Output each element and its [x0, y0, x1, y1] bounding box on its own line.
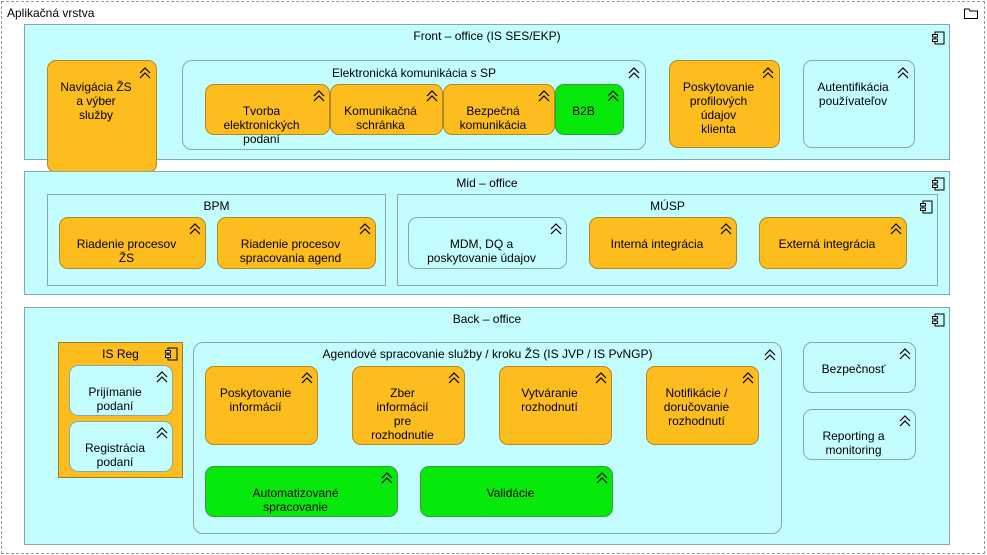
poskytovanie-informacii-service[interactable]: Poskytovanie informácií — [205, 366, 318, 445]
riadenie-zs-label: Riadenie procesov ŽS — [76, 237, 177, 265]
profil-label: Poskytovanie profilových údajov klienta — [682, 80, 755, 136]
bpm-title: BPM — [203, 199, 230, 213]
service-icon — [155, 426, 169, 440]
service-icon — [896, 66, 910, 80]
mid-office-layer: Mid – office BPM Riadenie procesov ŽS Ri… — [24, 171, 950, 295]
reporting-label: Reporting a monitoring — [822, 429, 885, 457]
auth-label: Autentifikácia používateľov — [817, 80, 889, 108]
mdm-service[interactable]: MDM, DQ a poskytovanie údajov — [408, 217, 567, 269]
service-icon — [138, 66, 152, 80]
front-office-layer: Front – office (IS SES/EKP) Navigácia ŽS… — [24, 24, 950, 173]
ekom-title: Elektronická komunikácia s SP — [331, 66, 497, 80]
riadenie-zs-service[interactable]: Riadenie procesov ŽS — [59, 217, 206, 269]
service-icon — [537, 89, 551, 103]
validacie-label: Validácie — [486, 486, 535, 500]
service-icon — [627, 66, 641, 80]
back-office-layer: Back – office IS Reg Prijímanie podaní R… — [24, 307, 950, 545]
service-icon — [155, 370, 169, 384]
schranka-label: Komunikačná schránka — [344, 104, 417, 132]
poskytovanie-info-label: Poskytovanie informácií — [219, 386, 292, 414]
externa-label: Externá integrácia — [778, 237, 876, 251]
service-icon — [719, 222, 733, 236]
riadenie-agend-service[interactable]: Riadenie procesov spracovania agend — [217, 217, 376, 269]
bezpecna-komunikacia-service[interactable]: Bezpečná komunikácia — [443, 84, 555, 135]
service-icon — [761, 66, 775, 80]
notifikacie-label: Notifikácie / doručovanie rozhodnutí — [663, 386, 730, 428]
tvorba-label: Tvorba elektronických podaní — [223, 104, 300, 146]
mid-office-title: Mid – office — [456, 176, 518, 190]
service-icon — [300, 371, 314, 385]
service-icon — [312, 89, 326, 103]
is-reg-title: IS Reg — [102, 347, 139, 361]
registracia-label: Registrácia podaní — [84, 441, 146, 469]
service-icon — [358, 222, 372, 236]
automatizovane-spracovanie-service[interactable]: Automatizované spracovanie — [205, 466, 398, 517]
prijimanie-label: Prijímanie podaní — [88, 385, 142, 413]
service-icon — [425, 89, 439, 103]
bezpecnost-label: Bezpečnosť — [821, 362, 886, 376]
service-icon — [741, 371, 755, 385]
b2b-label: B2B — [572, 104, 595, 118]
bezpecna-label: Bezpečná komunikácia — [459, 104, 527, 132]
prijimanie-service[interactable]: Prijímanie podaní — [69, 365, 173, 416]
notifikacie-service[interactable]: Notifikácie / doručovanie rozhodnutí — [646, 366, 759, 445]
navigacia-label: Navigácia ŽS a výber služby — [60, 80, 132, 122]
mdm-label: MDM, DQ a poskytovanie údajov — [427, 237, 536, 265]
service-icon — [606, 89, 620, 103]
service-icon — [595, 471, 609, 485]
registracia-service[interactable]: Registrácia podaní — [69, 421, 173, 472]
service-icon — [898, 347, 912, 361]
b2b-service[interactable]: B2B — [555, 84, 624, 135]
autentifikacia-service[interactable]: Autentifikácia používateľov — [803, 60, 915, 148]
interna-label: Interná integrácia — [610, 237, 704, 251]
service-icon — [188, 222, 202, 236]
folder-icon — [964, 8, 978, 19]
service-icon — [763, 348, 777, 362]
reporting-monitoring-service[interactable]: Reporting a monitoring — [803, 409, 916, 460]
bezpecnost-service[interactable]: Bezpečnosť — [803, 342, 916, 393]
service-icon — [447, 371, 461, 385]
agenda-title: Agendové spracovanie služby / kroku ŽS (… — [322, 347, 653, 361]
agenda-group: Agendové spracovanie služby / kroku ŽS (… — [193, 342, 782, 534]
front-office-title: Front – office (IS SES/EKP) — [413, 29, 561, 43]
profil-service[interactable]: Poskytovanie profilových údajov klienta — [669, 60, 780, 148]
component-icon — [931, 31, 945, 45]
service-icon — [380, 471, 394, 485]
back-office-title: Back – office — [452, 312, 522, 326]
zber-informacii-service[interactable]: Zber informácií pre rozhodnutie — [352, 366, 465, 445]
musp-group: MÚSP MDM, DQ a poskytovanie údajov Inter… — [397, 194, 938, 286]
automatizovane-label: Automatizované spracovanie — [252, 486, 339, 514]
musp-title: MÚSP — [650, 199, 685, 213]
service-icon — [898, 414, 912, 428]
component-icon — [931, 177, 945, 191]
bpm-group: BPM Riadenie procesov ŽS Riadenie proces… — [47, 194, 386, 286]
component-icon — [164, 347, 178, 361]
validacie-service[interactable]: Validácie — [420, 466, 613, 517]
is-reg-component: IS Reg Prijímanie podaní Registrácia pod… — [58, 342, 183, 478]
navigacia-service[interactable]: Navigácia ŽS a výber služby — [47, 60, 157, 173]
vytvaranie-rozhodnuti-service[interactable]: Vytváranie rozhodnutí — [499, 366, 612, 445]
layer-title: Aplikačná vrstva — [7, 6, 95, 20]
externa-integracia-service[interactable]: Externá integrácia — [759, 217, 907, 269]
zber-label: Zber informácií pre rozhodnutie — [371, 386, 434, 442]
component-icon — [919, 200, 933, 214]
interna-integracia-service[interactable]: Interná integrácia — [589, 217, 737, 269]
component-icon — [931, 313, 945, 327]
service-icon — [594, 371, 608, 385]
elektronicka-komunikacia-group: Elektronická komunikácia s SP Tvorba ele… — [182, 60, 646, 150]
tvorba-service[interactable]: Tvorba elektronických podaní — [205, 84, 330, 146]
vytvaranie-label: Vytváranie rozhodnutí — [521, 386, 578, 414]
riadenie-agend-label: Riadenie procesov spracovania agend — [239, 237, 342, 265]
service-icon — [549, 222, 563, 236]
schranka-service[interactable]: Komunikačná schránka — [330, 84, 443, 135]
service-icon — [889, 222, 903, 236]
